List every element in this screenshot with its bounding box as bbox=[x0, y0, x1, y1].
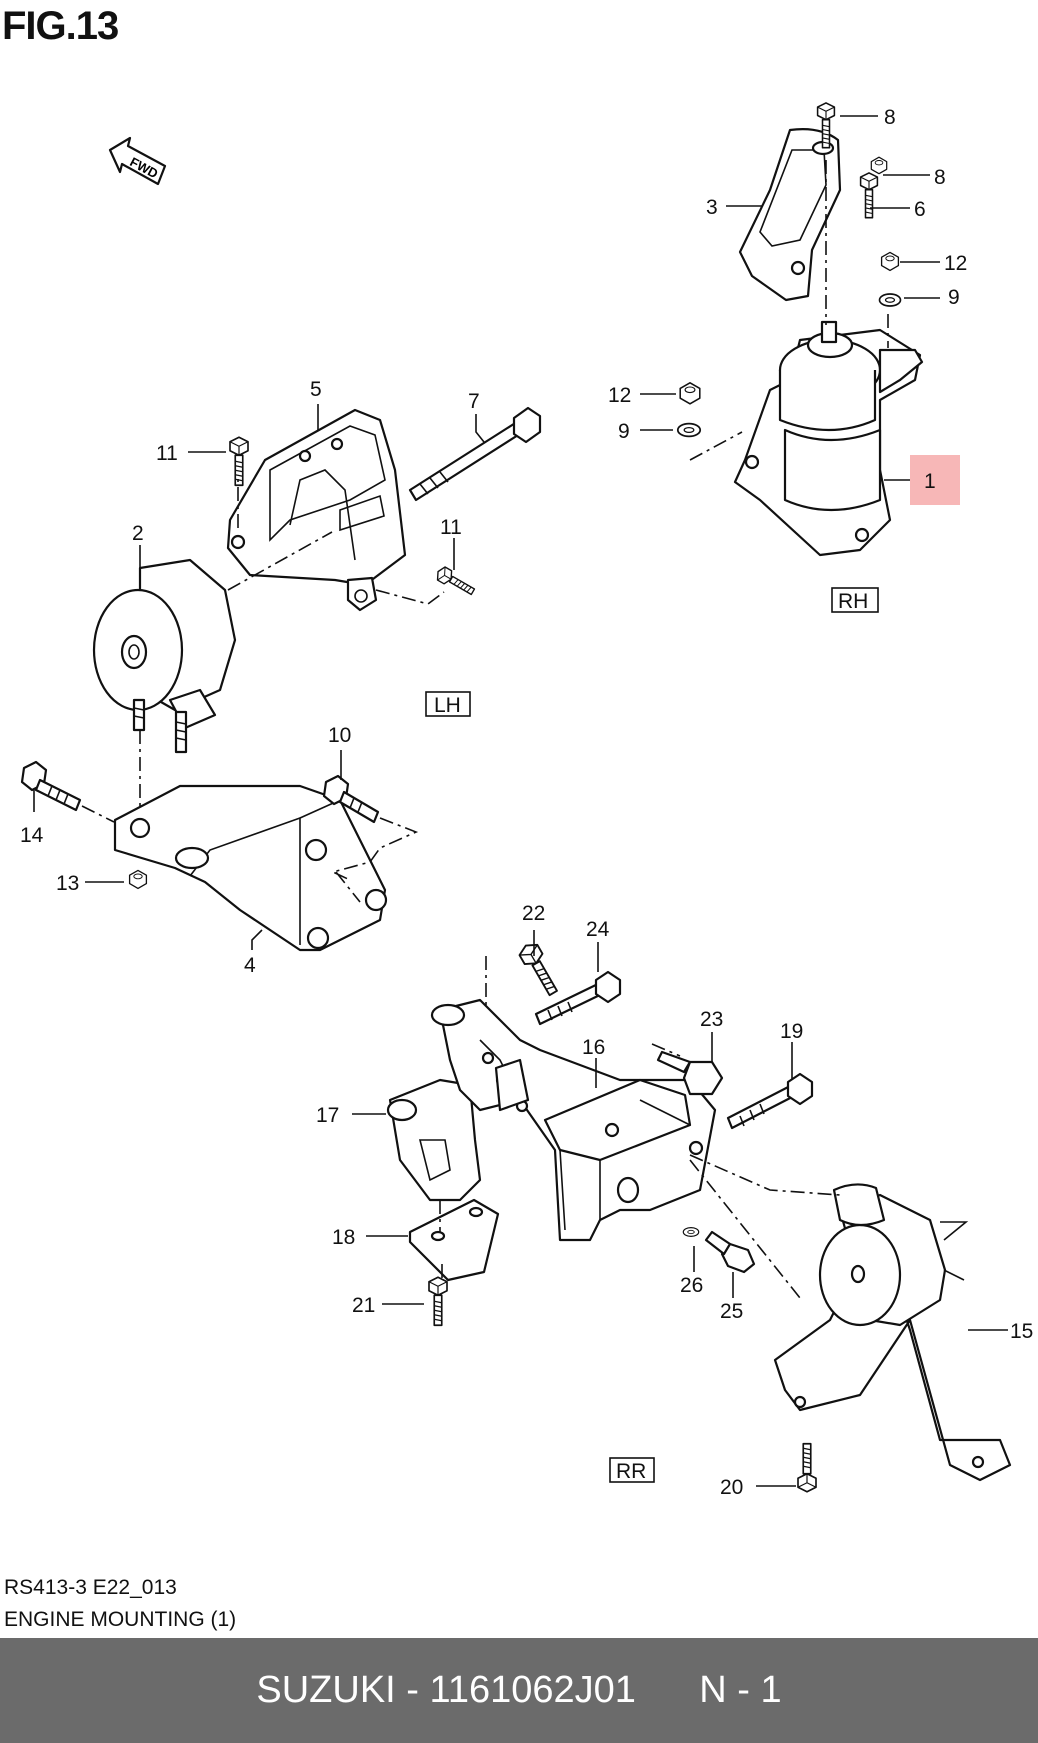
part-12-nut-right bbox=[880, 251, 900, 272]
part-7-long-bolt bbox=[408, 406, 542, 502]
lh-dash-cross bbox=[227, 531, 333, 591]
part-12-nut-left bbox=[679, 382, 701, 405]
footer-brand: SUZUKI bbox=[256, 1669, 396, 1711]
footer-page: N - 1 bbox=[699, 1669, 782, 1711]
figure-title: FIG.13 bbox=[2, 4, 119, 48]
footer-part-number: 1161062J01 bbox=[429, 1669, 636, 1711]
figure-code: RS413-3 E22_013 bbox=[4, 1576, 177, 1599]
part-14-bolt bbox=[20, 760, 82, 812]
rr-dash-15 bbox=[689, 1154, 841, 1196]
section-label-rr: RR bbox=[609, 1457, 655, 1483]
footer-separator: - bbox=[395, 1669, 430, 1711]
highlight-part-1 bbox=[910, 455, 960, 505]
rr-dash-15b bbox=[689, 1159, 801, 1299]
lh-dash-right bbox=[375, 589, 445, 605]
callout-1[interactable]: 1 bbox=[924, 470, 936, 493]
part-2-lh-engine-mount[interactable] bbox=[92, 558, 237, 754]
part-11-bolt-right bbox=[433, 564, 478, 600]
figure-name: ENGINE MOUNTING (1) bbox=[4, 1608, 237, 1631]
part-21-bolt bbox=[428, 1276, 448, 1327]
callout-20[interactable]: 20 bbox=[720, 1476, 743, 1499]
callout-25[interactable]: 25 bbox=[720, 1300, 743, 1323]
part-3-rh-upper-bracket bbox=[738, 128, 842, 302]
engine-mounting-diagram: FWD bbox=[20, 101, 1033, 1499]
callout-8-top[interactable]: 8 bbox=[884, 106, 896, 129]
callout-6[interactable]: 6 bbox=[914, 198, 926, 221]
part-1-rh-engine-mount[interactable] bbox=[733, 320, 924, 557]
callout-16[interactable]: 16 bbox=[582, 1036, 605, 1059]
part-16-center-bracket bbox=[430, 998, 717, 1242]
part-8-nut bbox=[870, 156, 888, 175]
callout-12-right[interactable]: 12 bbox=[944, 252, 967, 275]
part-22-bolt bbox=[515, 939, 564, 1000]
part-4-dash-left bbox=[81, 805, 115, 823]
callout-19[interactable]: 19 bbox=[780, 1020, 803, 1043]
callout-8[interactable]: 8 bbox=[934, 166, 946, 189]
callout-4[interactable]: 4 bbox=[244, 954, 256, 977]
callout-22[interactable]: 22 bbox=[522, 902, 545, 925]
fwd-arrow-icon: FWD bbox=[108, 136, 167, 186]
callout-9-right[interactable]: 9 bbox=[948, 286, 960, 309]
svg-text:RR: RR bbox=[616, 1460, 646, 1483]
part-9-washer-right bbox=[878, 293, 902, 307]
part-19-bolt bbox=[726, 1072, 814, 1130]
svg-text:LH: LH bbox=[434, 694, 461, 717]
callout-15[interactable]: 15 bbox=[1010, 1320, 1033, 1343]
callout-9-left[interactable]: 9 bbox=[618, 420, 630, 443]
footer-gap bbox=[636, 1669, 699, 1712]
callout-23[interactable]: 23 bbox=[700, 1008, 723, 1031]
part-26-washer bbox=[681, 1226, 701, 1238]
footer-bar: SUZUKI - 1161062J01 N - 1 bbox=[0, 1638, 1038, 1743]
callout-5[interactable]: 5 bbox=[310, 378, 322, 401]
part-17-bracket bbox=[386, 1078, 482, 1202]
svg-text:RH: RH bbox=[838, 590, 868, 613]
callout-7[interactable]: 7 bbox=[468, 390, 480, 413]
rh-dash-left bbox=[689, 431, 743, 461]
callout-14[interactable]: 14 bbox=[20, 824, 44, 847]
callout-13[interactable]: 13 bbox=[56, 872, 79, 895]
part-9-washer-left bbox=[676, 422, 702, 438]
callout-11-right[interactable]: 11 bbox=[440, 516, 462, 539]
callout-26[interactable]: 26 bbox=[680, 1274, 703, 1297]
part-6-stud bbox=[859, 171, 879, 220]
callout-2[interactable]: 2 bbox=[132, 522, 144, 545]
callout-24[interactable]: 24 bbox=[586, 918, 610, 941]
part-4-dash-right bbox=[330, 817, 419, 903]
part-25-bolt bbox=[704, 1230, 756, 1274]
callout-10[interactable]: 10 bbox=[328, 724, 351, 747]
part-24-bolt bbox=[534, 970, 622, 1026]
callout-18[interactable]: 18 bbox=[332, 1226, 355, 1249]
part-15-rr-engine-mount[interactable] bbox=[773, 1183, 1012, 1482]
part-11-bolt-top bbox=[229, 436, 249, 487]
part-20-bolt bbox=[796, 1442, 818, 1493]
rr-dash-23 bbox=[651, 1043, 681, 1057]
callout-11-left[interactable]: 11 bbox=[156, 442, 178, 465]
part-18-plate bbox=[408, 1198, 500, 1282]
callout-21[interactable]: 21 bbox=[352, 1294, 375, 1317]
part-13-nut bbox=[128, 869, 148, 890]
part-4-lower-bracket bbox=[113, 784, 388, 952]
part-5-lh-bracket bbox=[226, 408, 407, 612]
callout-3[interactable]: 3 bbox=[706, 196, 718, 219]
callout-12-left[interactable]: 12 bbox=[608, 384, 631, 407]
part-10-bolt bbox=[322, 774, 380, 824]
section-label-rh: RH bbox=[831, 587, 879, 613]
section-label-lh: LH bbox=[425, 691, 471, 717]
callout-17[interactable]: 17 bbox=[316, 1104, 339, 1127]
